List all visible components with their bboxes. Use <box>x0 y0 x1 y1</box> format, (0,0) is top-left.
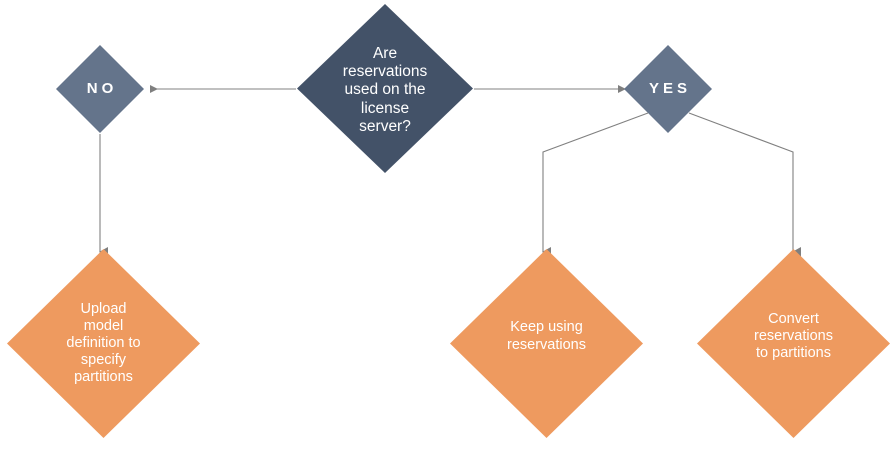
branch-node-yes[interactable]: YES <box>624 45 712 133</box>
outcome-node-convert-reservations[interactable]: Convert reservations to partitions <box>697 249 890 438</box>
decision-node-reservations-used[interactable]: Are reservations used on the license ser… <box>297 4 473 173</box>
diamond-shape <box>450 249 643 438</box>
edge-yes-to-convert <box>688 112 801 257</box>
branch-node-no[interactable]: NO <box>56 45 144 133</box>
diamond-shape <box>624 45 712 133</box>
outcome-node-convert-label: Convert reservations to partitions <box>754 310 833 362</box>
outcome-node-upload-label: Upload model definition to specify parti… <box>66 300 141 386</box>
diamond-shape <box>7 249 200 438</box>
edge-yes-to-keep <box>542 112 649 257</box>
branch-node-no-label: NO <box>86 80 118 98</box>
outcome-node-upload-model-definition[interactable]: Upload model definition to specify parti… <box>7 249 200 438</box>
outcome-node-keep-using-reservations[interactable]: Keep using reservations <box>450 249 643 438</box>
branch-node-yes-label: YES <box>648 80 691 98</box>
decision-node-label: Are reservations used on the license ser… <box>342 44 428 135</box>
diamond-shape <box>297 4 473 173</box>
diamond-shape <box>697 249 890 438</box>
outcome-node-keep-label: Keep using reservations <box>507 319 586 353</box>
diamond-shape <box>56 45 144 133</box>
